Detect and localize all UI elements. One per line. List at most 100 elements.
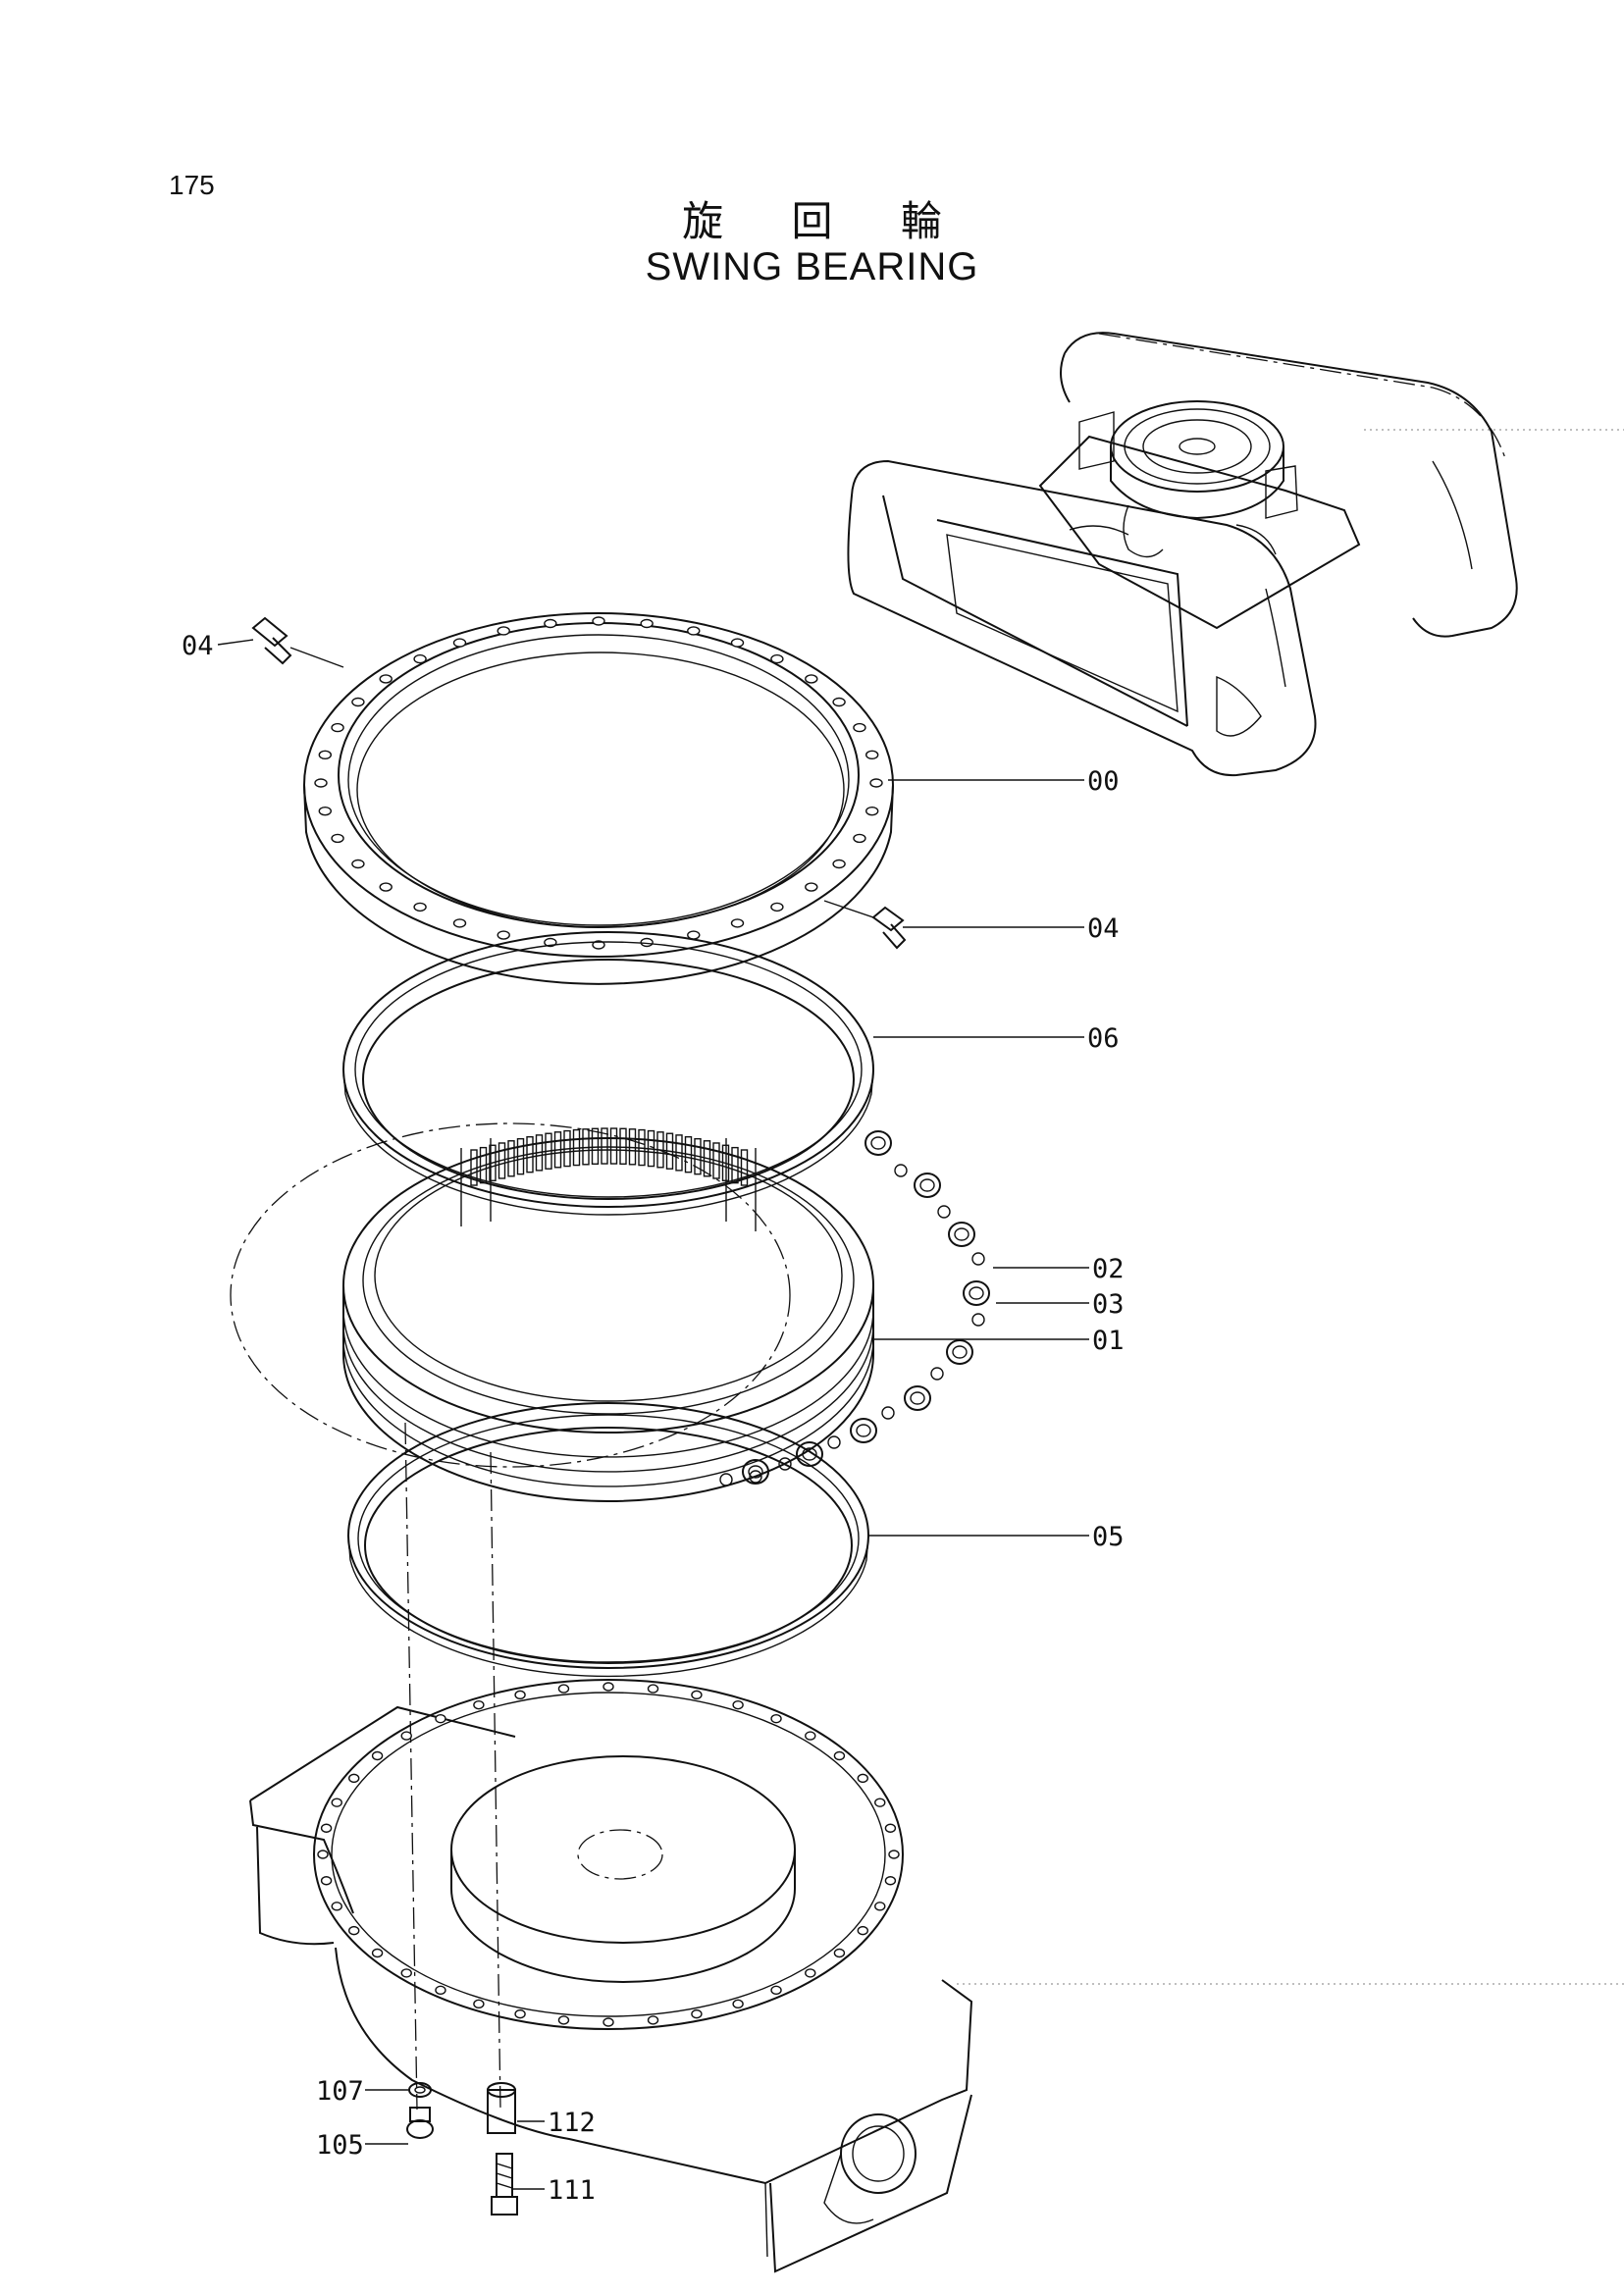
bolt-hole	[805, 882, 818, 892]
frame-bolt-hole	[514, 1690, 526, 1700]
ball	[881, 1406, 895, 1420]
roller-bore	[969, 1286, 984, 1300]
bolt-hole	[730, 638, 745, 648]
bolt-hole	[452, 638, 467, 648]
leader-lines	[217, 639, 1089, 2190]
gear-tooth	[731, 1146, 739, 1184]
callout-112: 112	[548, 2108, 596, 2138]
ball	[971, 1252, 985, 1266]
frame-bolt-hole	[857, 1925, 868, 1936]
bolt-hole	[497, 626, 510, 636]
gear-tooth	[665, 1132, 674, 1170]
frame-bolt-hole	[348, 1925, 360, 1936]
roller	[914, 1173, 941, 1198]
bolt-hole	[379, 882, 393, 892]
bolt-hole	[544, 618, 557, 629]
bolt-hole	[869, 778, 883, 788]
frame-bolt-hole	[647, 1684, 659, 1694]
gear-tooth	[619, 1127, 627, 1165]
grease-fitting-left	[251, 616, 344, 668]
ball	[749, 1470, 762, 1484]
roller-bore	[802, 1447, 817, 1461]
gear-tooth	[526, 1135, 534, 1173]
frame-bolt-hole	[888, 1850, 900, 1859]
frame-bolt-hole	[514, 2008, 526, 2019]
gear-tooth	[712, 1142, 720, 1179]
frame-bolt-hole	[317, 1850, 329, 1859]
bolt-hole	[379, 674, 393, 684]
gear-tooth	[572, 1128, 581, 1167]
gear-tooth	[675, 1134, 683, 1172]
frame-bolt-hole	[857, 1773, 868, 1784]
frame-bolt-hole	[874, 1798, 886, 1807]
title-english: SWING BEARING	[645, 245, 979, 288]
page-number: 175	[169, 170, 215, 200]
callout-04-left: 04	[182, 631, 214, 661]
bolt-hole	[640, 618, 654, 629]
callout-111: 111	[548, 2175, 596, 2206]
ball	[971, 1313, 985, 1327]
frame-bolt-hole	[557, 1684, 570, 1694]
gear-tooth	[601, 1127, 608, 1165]
frame-bolt-hole	[874, 1902, 886, 1911]
roller-bore	[952, 1345, 968, 1359]
frame-bolt-hole	[691, 1690, 703, 1700]
bolt-hole	[452, 918, 467, 928]
callout-06: 06	[1087, 1023, 1120, 1054]
bolt-hole	[413, 653, 427, 664]
gear-tooth	[479, 1146, 488, 1184]
frame-bolt-hole	[557, 2015, 570, 2025]
ball	[937, 1205, 951, 1219]
bolt-hole	[770, 653, 784, 664]
gear-tooth	[694, 1137, 702, 1175]
phantom-outline	[230, 1122, 791, 1468]
gear-tooth	[470, 1149, 478, 1186]
bolt-hole	[318, 750, 332, 760]
undercarriage-drawing	[847, 332, 1518, 777]
bolt-hole	[497, 930, 510, 940]
ball	[827, 1435, 841, 1449]
bolt-hole	[351, 697, 365, 707]
inner-gear-ring	[342, 1137, 874, 1502]
roller	[904, 1385, 931, 1411]
bolt-105	[406, 2107, 434, 2139]
roller-bore	[919, 1178, 935, 1192]
callout-01: 01	[1092, 1326, 1125, 1356]
roller-bore	[748, 1465, 763, 1479]
ball	[778, 1457, 792, 1471]
frame-bolt-hole	[770, 1713, 782, 1724]
gear-tooth	[628, 1128, 637, 1166]
bolt-hole	[331, 833, 344, 844]
bolt-hole	[592, 940, 605, 950]
frame-bolt-hole	[732, 1699, 744, 1710]
bolt-hole	[805, 674, 818, 684]
gear-tooth	[721, 1144, 730, 1181]
swing-frame	[249, 1679, 973, 2273]
gear-tooth	[647, 1129, 655, 1168]
pin-112	[487, 2082, 516, 2134]
callout-107: 107	[316, 2076, 364, 2107]
bolt-hole	[865, 806, 879, 816]
frame-bolt-hole	[320, 1876, 333, 1886]
gear-tooth	[591, 1127, 600, 1165]
gear-tooth	[507, 1140, 515, 1177]
frame-bolt-hole	[435, 1713, 446, 1724]
frame-bolt-hole	[805, 1731, 816, 1741]
frame-bolt-hole	[331, 1798, 342, 1807]
bolt-hole	[351, 859, 365, 869]
title-japanese: 旋 回 輪	[682, 197, 969, 245]
bolt-hole	[865, 750, 879, 760]
bolt-hole	[592, 616, 605, 626]
guide-lines	[957, 429, 1624, 1985]
gear-tooth	[638, 1128, 646, 1167]
bolt-hole	[730, 918, 745, 928]
upper-seal	[342, 931, 874, 1216]
frame-bolt-hole	[691, 2008, 703, 2019]
ball	[894, 1164, 908, 1177]
roller	[864, 1130, 892, 1156]
frame-bolt-hole	[770, 1985, 782, 1996]
gear-tooth	[489, 1144, 497, 1181]
frame-bolt-hole	[331, 1902, 342, 1911]
roller	[850, 1418, 877, 1443]
roller-bore	[856, 1424, 871, 1437]
